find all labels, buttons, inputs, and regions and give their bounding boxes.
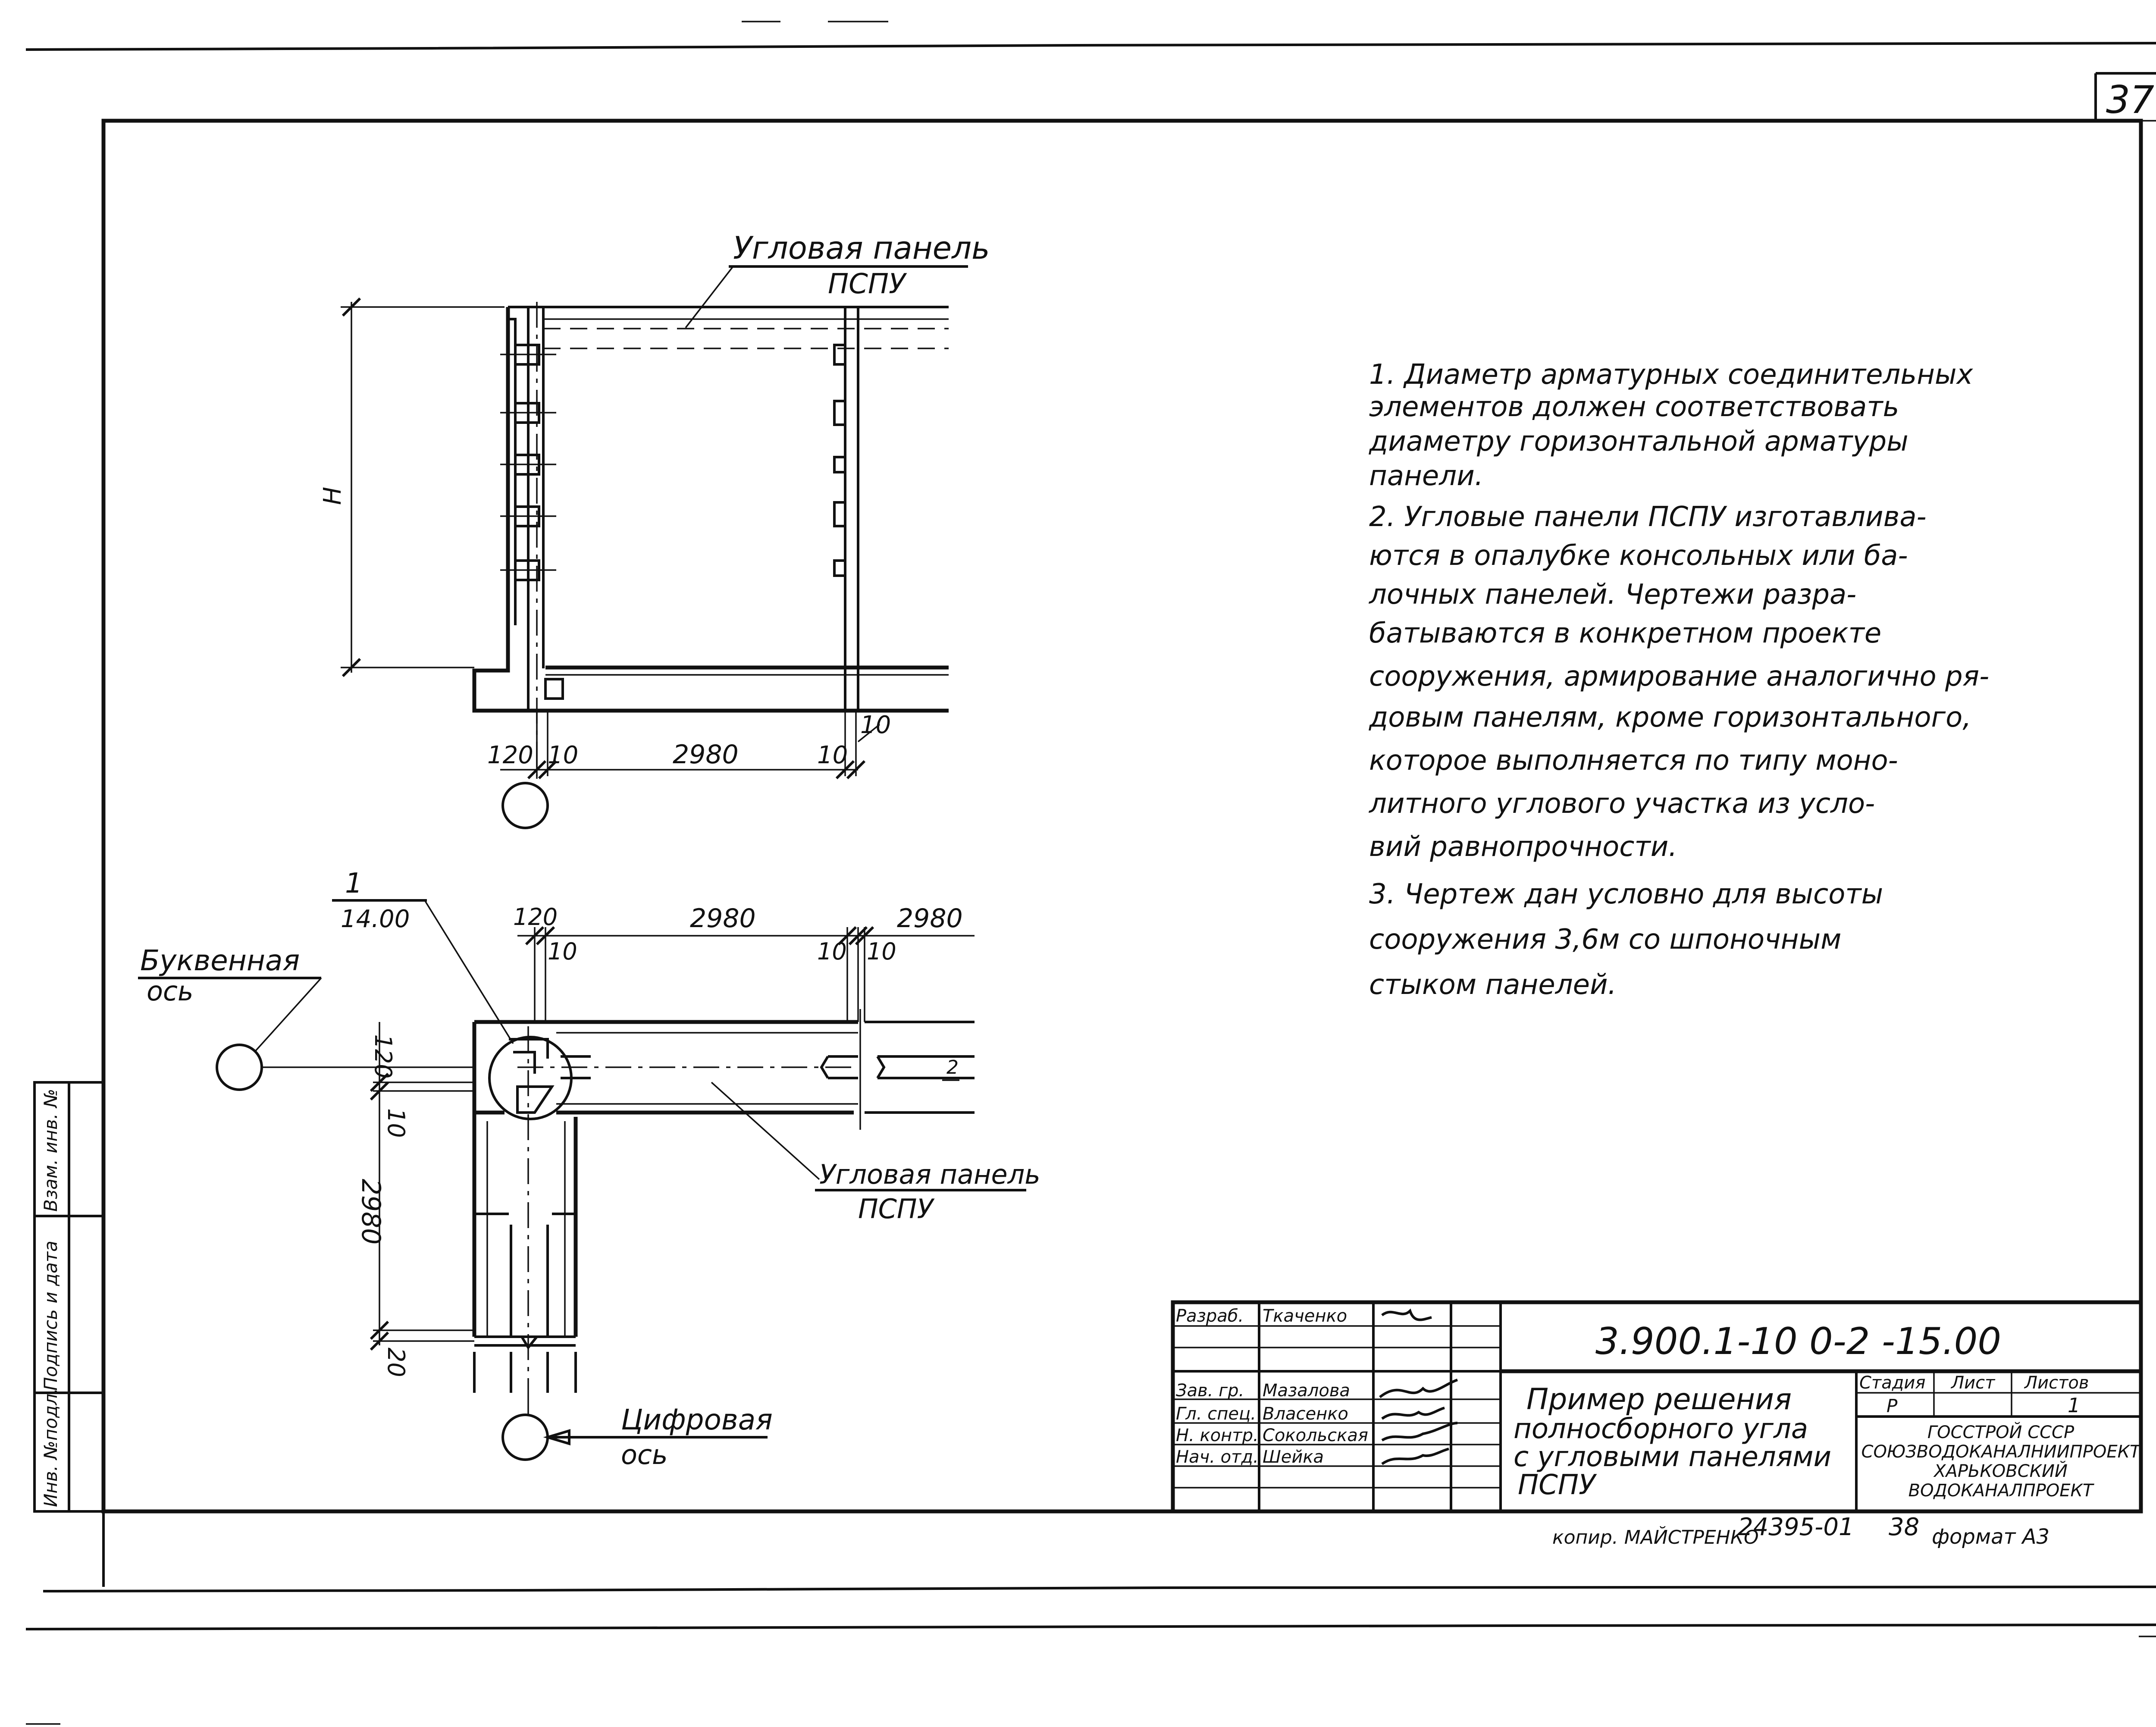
note-line: лочных панелей. Чертежи разра- — [1368, 579, 1856, 611]
height-dimension — [341, 297, 505, 677]
note-line: стыком панелей. — [1369, 969, 1617, 1001]
archive-sheet: 38 — [1889, 1513, 1919, 1541]
title-line-3: с угловыми панелями — [1514, 1441, 1831, 1473]
letter-axis-label: Буквенная — [140, 944, 300, 977]
note-line: батываются в конкретном проекте — [1369, 617, 1881, 649]
letter-axis-label-2: ось — [147, 975, 194, 1007]
plan-dim-left-20: 20 — [382, 1348, 410, 1377]
note-line: сооружения 3,6м со шпоночным — [1369, 924, 1841, 956]
elev-dim-10-mid: 10 — [817, 741, 848, 769]
org-line-1: ГОССТРОЙ СССР — [1927, 1422, 2075, 1442]
plan-small-2: 2 — [946, 1056, 959, 1078]
digit-axis-label: Цифровая — [621, 1403, 773, 1436]
scan-edge-lines — [25, 21, 2156, 1725]
role-chief-specialist: Гл. спец. — [1176, 1404, 1256, 1424]
plan-dim-top-10-c: 10 — [867, 938, 896, 965]
plan-dim-left-120: 120 — [370, 1034, 397, 1078]
note-line: довым панелям, кроме горизонтального, — [1369, 702, 1971, 733]
note-line: вий равнопрочности. — [1369, 831, 1677, 863]
role-norm-control: Н. контр. — [1176, 1426, 1259, 1445]
callout-mark: 14.00 — [341, 905, 410, 933]
elev-dim-2980: 2980 — [673, 740, 739, 770]
note-line: панели. — [1369, 460, 1483, 492]
elevation-view: H Угловая панель ПСПУ 120 10 2980 10 10 — [319, 230, 990, 829]
elev-dim-120: 120 — [487, 741, 533, 769]
elev-dim-10-left: 10 — [548, 741, 578, 769]
plan-dim-top-120: 120 — [513, 903, 558, 931]
org-line-3: ХАРЬКОВСКИЙ — [1933, 1461, 2068, 1481]
elevation-panel-mark: ПСПУ — [828, 268, 907, 300]
plan-dim-top-2980-a: 2980 — [690, 903, 756, 934]
digit-axis-bubble — [501, 1414, 549, 1461]
side-stamp-vzam-inv: Взам. инв. № — [40, 1089, 61, 1212]
elevation-wall-outline — [472, 307, 949, 713]
plan-dim-left-2980: 2980 — [356, 1179, 386, 1245]
plan-dim-top-10-b: 10 — [817, 938, 847, 965]
notes: 1. Диаметр арматурных соединительных эле… — [1368, 359, 1989, 1001]
note-line: элементов должен соответствовать — [1369, 391, 1899, 423]
title-block: 3.900.1-10 0-2 -15.00 Разраб. Зав. гр. Г… — [1171, 1300, 2143, 1514]
elevation-axis-bubble — [501, 782, 549, 829]
elev-dim-10-right: 10 — [860, 711, 891, 739]
height-label: H — [319, 487, 347, 505]
note-line: диаметру горизонтальной арматуры — [1369, 426, 1908, 458]
title-line-1: Пример решения — [1526, 1382, 1792, 1417]
note-line: которое выполняется по типу моно- — [1369, 745, 1898, 777]
designation: 3.900.1-10 0-2 -15.00 — [1595, 1320, 2001, 1363]
elevation-right-keys — [833, 344, 846, 577]
stage-value: Р — [1887, 1395, 1898, 1417]
sheets-header: Листов — [2024, 1373, 2089, 1393]
title-line-2: полносборного угла — [1514, 1413, 1808, 1445]
plan-panel-label: Угловая панель — [819, 1159, 1040, 1190]
corner-detail-circle — [488, 1036, 573, 1120]
elevation-panel-label: Угловая панель — [733, 230, 990, 266]
format-note: формат А3 — [1932, 1525, 2049, 1549]
side-stamp-inv-podl: Инв. №подл. — [40, 1388, 61, 1507]
plan-view: 1 14.00 2 — [138, 868, 1040, 1470]
callout-number: 1 — [345, 868, 363, 900]
plan-vertical-panel — [472, 1113, 578, 1337]
org-line-4: ВОДОКАНАЛПРОЕКТ — [1908, 1481, 2095, 1501]
side-stamp-signature-date: Подпись и дата — [40, 1241, 61, 1391]
name-dept-head: Шейка — [1263, 1447, 1324, 1467]
signatures — [1379, 1308, 1458, 1465]
name-developer: Ткаченко — [1263, 1306, 1347, 1326]
digit-axis-label-2: ось — [621, 1439, 668, 1470]
plan-dim-top-2980-b: 2980 — [897, 903, 963, 934]
role-dept-head: Нач. отд. — [1176, 1447, 1259, 1467]
sheets-value: 1 — [2068, 1394, 2080, 1417]
note-line: 2. Угловые панели ПСПУ изготавлива- — [1369, 501, 1927, 533]
side-stamp: Инв. №подл. Подпись и дата Взам. инв. № — [33, 1081, 105, 1513]
note-line: 1. Диаметр арматурных соединительных — [1369, 359, 1974, 391]
sheet-header: Лист — [1950, 1373, 1996, 1393]
elevation-left-keys — [500, 344, 556, 581]
note-line: 3. Чертеж дан условно для высоты — [1369, 878, 1883, 910]
name-group-head: Мазалова — [1263, 1381, 1350, 1401]
name-norm-control: Сокольская — [1263, 1426, 1368, 1445]
plan-panel-mark: ПСПУ — [858, 1193, 935, 1225]
plan-dim-top-10-a: 10 — [548, 938, 577, 965]
copier-note: копир. МАЙСТРЕНКО — [1552, 1526, 1759, 1548]
stage-header: Стадия — [1859, 1373, 1925, 1393]
plan-dim-left-10: 10 — [382, 1108, 410, 1138]
note-line: сооружения, армирование аналогично ря- — [1369, 661, 1989, 693]
role-developer: Разраб. — [1176, 1306, 1244, 1326]
sheet-number: 37 — [2106, 78, 2154, 122]
archive-number: 24395-01 — [1738, 1513, 1854, 1541]
name-chief-specialist: Власенко — [1263, 1404, 1348, 1424]
org-line-2: СОЮЗВОДОКАНАЛНИИПРОЕКТ — [1861, 1442, 2142, 1462]
note-line: ются в опалубке консольных или ба- — [1369, 540, 1908, 572]
title-line-4: ПСПУ — [1518, 1469, 1597, 1501]
role-group-head: Зав. гр. — [1176, 1381, 1244, 1401]
note-line: литного углового участка из усло- — [1368, 788, 1875, 820]
